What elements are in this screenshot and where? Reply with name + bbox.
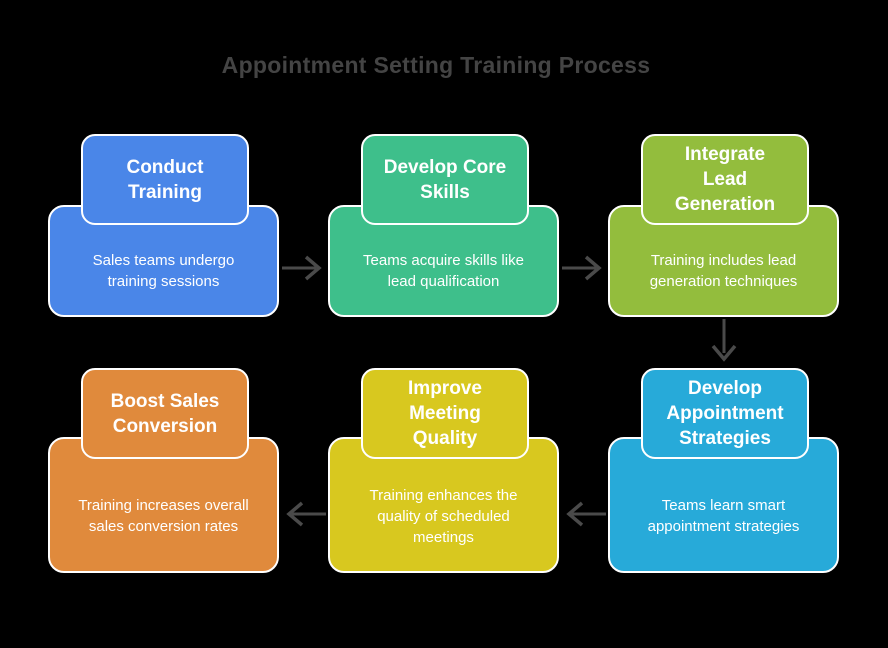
card-header: Develop Appointment Strategies <box>641 368 809 459</box>
arrow-strategies-to-quality-icon <box>566 501 606 527</box>
arrow-lead-to-strategies-icon <box>711 319 737 362</box>
card-header: Develop Core Skills <box>361 134 529 225</box>
card-header: Integrate Lead Generation <box>641 134 809 225</box>
card-integrate-lead-generation: Training includes lead generation techni… <box>608 134 839 317</box>
card-develop-core-skills: Teams acquire skills like lead qualifica… <box>328 134 559 317</box>
card-header: Improve Meeting Quality <box>361 368 529 459</box>
card-conduct-training: Sales teams undergo training sessions Co… <box>48 134 279 317</box>
card-description: Training includes lead generation techni… <box>649 252 798 290</box>
arrow-conduct-to-core-icon <box>282 255 322 281</box>
card-description: Teams learn smart appointment strategies <box>647 497 800 535</box>
card-title: Develop Appointment Strategies <box>666 378 784 449</box>
arrow-core-to-lead-icon <box>562 255 602 281</box>
card-body: Training enhances the quality of schedul… <box>328 437 559 573</box>
card-description: Sales teams undergo training sessions <box>92 252 235 290</box>
diagram-title: Appointment Setting Training Process <box>221 52 651 78</box>
card-body: Training increases overall sales convers… <box>48 437 279 573</box>
card-title: Integrate Lead Generation <box>674 144 776 215</box>
card-title: Improve Meeting Quality <box>408 378 482 449</box>
card-description: Training increases overall sales convers… <box>78 497 249 535</box>
card-title: Boost Sales Conversion <box>110 390 220 437</box>
card-title: Conduct Training <box>126 156 204 203</box>
card-description: Training enhances the quality of schedul… <box>369 486 518 546</box>
card-improve-meeting-quality: Training enhances the quality of schedul… <box>328 368 559 573</box>
card-description: Teams acquire skills like lead qualifica… <box>363 252 524 290</box>
card-header: Conduct Training <box>81 134 249 225</box>
arrow-quality-to-conversion-icon <box>286 501 326 527</box>
card-title: Develop Core Skills <box>383 156 507 203</box>
card-header: Boost Sales Conversion <box>81 368 249 459</box>
card-boost-sales-conversion: Training increases overall sales convers… <box>48 368 279 573</box>
card-develop-appointment-strategies: Teams learn smart appointment strategies… <box>608 368 839 573</box>
card-body: Teams learn smart appointment strategies <box>608 437 839 573</box>
